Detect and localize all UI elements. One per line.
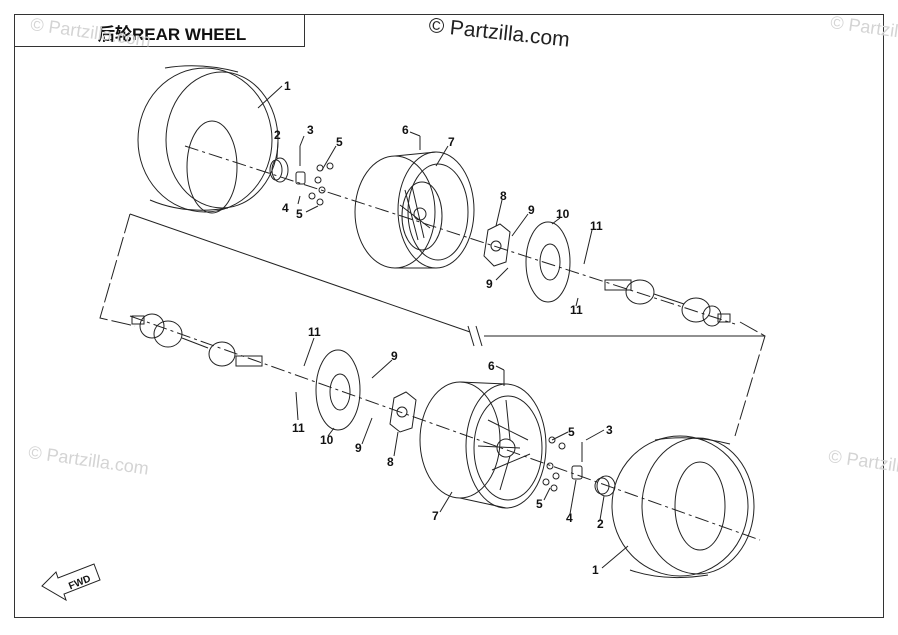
callout: 5 (568, 425, 575, 439)
diagram-title: 后轮REAR WHEEL (98, 25, 247, 44)
callout: 8 (500, 189, 507, 203)
studs-bottom (542, 436, 566, 492)
diagram-frame (14, 14, 884, 618)
callout: 5 (536, 497, 543, 511)
callout: 7 (448, 135, 455, 149)
callout: 5 (336, 135, 343, 149)
callout: 10 (320, 433, 334, 447)
callout: 3 (307, 123, 314, 137)
callout: 9 (391, 349, 398, 363)
callout: 6 (488, 359, 495, 373)
fwd-arrow (41, 563, 101, 602)
callout: 9 (486, 277, 493, 291)
callout: 2 (597, 517, 604, 531)
callout: 11 (590, 219, 603, 233)
callout: 1 (592, 563, 599, 577)
callout: 11 (570, 303, 583, 317)
rim-top (354, 136, 475, 269)
callout: 11 (308, 325, 321, 339)
title-box (14, 14, 305, 47)
callout: 3 (606, 423, 613, 437)
callout: 2 (274, 128, 281, 142)
hub-top (483, 223, 511, 267)
callout: 4 (566, 511, 573, 525)
studs-top (308, 162, 334, 206)
hub-bottom (389, 391, 417, 433)
callout: 5 (296, 207, 303, 221)
callout: 9 (355, 441, 362, 455)
axle-bottom (131, 313, 263, 367)
callout: 10 (556, 207, 570, 221)
rim-bottom (419, 370, 547, 509)
callout: 4 (282, 201, 289, 215)
callout: 7 (432, 509, 439, 523)
callout: 9 (528, 203, 535, 217)
callout: 8 (387, 455, 394, 469)
callout: 11 (292, 421, 305, 435)
hub-cap-top (269, 146, 306, 185)
brake-disc-bottom (315, 349, 361, 431)
brake-disc-top (525, 221, 571, 303)
tire-bottom (611, 435, 755, 579)
hub-cap-bottom (571, 442, 616, 497)
fwd-label: FWD (67, 574, 92, 593)
callout: 6 (402, 123, 409, 137)
axle-top (604, 279, 731, 327)
tire-top (137, 65, 279, 214)
callout: 1 (284, 79, 291, 93)
